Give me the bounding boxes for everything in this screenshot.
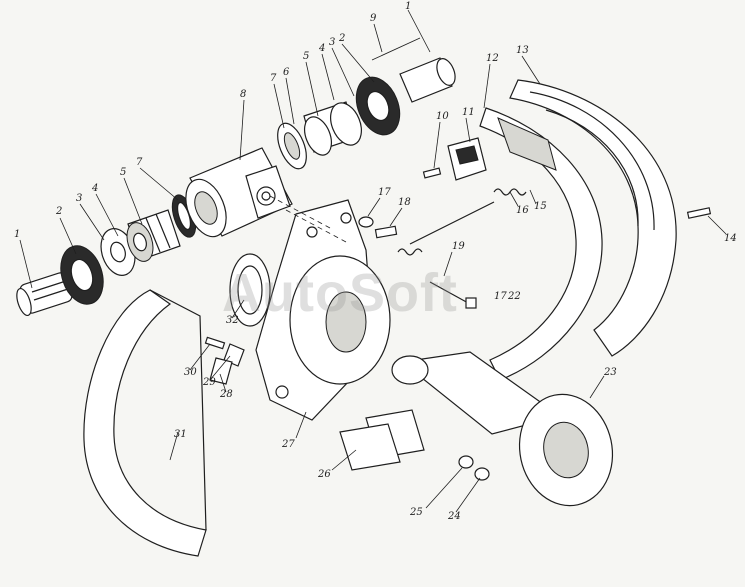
pin-26-lower (339, 423, 401, 471)
callout-29: 29 (203, 377, 216, 388)
bolt-18 (374, 225, 398, 239)
callout-14: 14 (724, 233, 737, 244)
callout-5-left: 5 (120, 167, 127, 178)
callout-25: 25 (410, 507, 423, 518)
clip-28 (209, 357, 233, 385)
rod-and-spring (397, 201, 495, 256)
backing-plate (255, 199, 391, 421)
clip-29 (223, 343, 245, 367)
callout-15: 15 (534, 201, 547, 212)
callout-31: 31 (174, 429, 187, 440)
alignment-dashes (269, 195, 347, 243)
bolt-30 (204, 336, 226, 350)
callout-5-upper: 5 (303, 51, 310, 62)
callout-4-upper: 4 (319, 43, 326, 54)
callout-24: 24 (448, 511, 461, 522)
adjuster-19 (429, 281, 477, 309)
callout-30: 30 (184, 367, 197, 378)
callout-26: 26 (318, 469, 331, 480)
callout-2-left: 2 (56, 206, 63, 217)
callout-10: 10 (436, 111, 449, 122)
callout-28: 28 (220, 389, 233, 400)
inner-brake-shoe (479, 107, 603, 381)
callout-16: 16 (516, 205, 529, 216)
upper-splined-shaft (371, 37, 456, 103)
hub-axle (391, 351, 614, 507)
callout-3-upper: 3 (329, 37, 336, 48)
callout-3-left: 3 (76, 193, 83, 204)
callout-12: 12 (486, 53, 499, 64)
bolt-10 (422, 167, 442, 179)
bracket-block (447, 137, 487, 181)
callout-23: 23 (604, 367, 617, 378)
callout-9: 9 (370, 13, 377, 24)
washer-17a (358, 216, 374, 228)
upper-bearing (277, 122, 307, 170)
callout-7-upper: 7 (270, 73, 277, 84)
callout-8: 8 (240, 89, 247, 100)
callout-1-left: 1 (14, 229, 21, 240)
nut-25 (458, 455, 474, 469)
leader-lines (19, 9, 727, 513)
callout-1-upper: 1 (405, 1, 412, 12)
callout-19: 19 (452, 241, 465, 252)
callout-6: 6 (283, 67, 290, 78)
callout-13: 13 (516, 45, 529, 56)
callout-27: 27 (282, 439, 295, 450)
left-toothed-nut (60, 245, 104, 305)
callout-17-lower: 17 (494, 291, 507, 302)
pin-14 (686, 207, 712, 219)
upper-toothed-nut (355, 76, 401, 136)
callout-4-left: 4 (92, 183, 99, 194)
upper-gear-cage (303, 101, 362, 156)
right-brake-shoe (509, 79, 677, 357)
callout-2-upper: 2 (339, 33, 346, 44)
callout-18: 18 (398, 197, 411, 208)
left-splined-shaft (16, 272, 73, 317)
callout-22: 22 (508, 291, 521, 302)
left-brake-shoe (83, 289, 207, 557)
housing (185, 147, 293, 238)
callout-7-left: 7 (136, 157, 143, 168)
callout-11: 11 (462, 107, 475, 118)
sleeve-32 (229, 253, 271, 327)
callout-32: 32 (226, 315, 239, 326)
washer-24 (474, 467, 490, 481)
callout-17-upper: 17 (378, 187, 391, 198)
